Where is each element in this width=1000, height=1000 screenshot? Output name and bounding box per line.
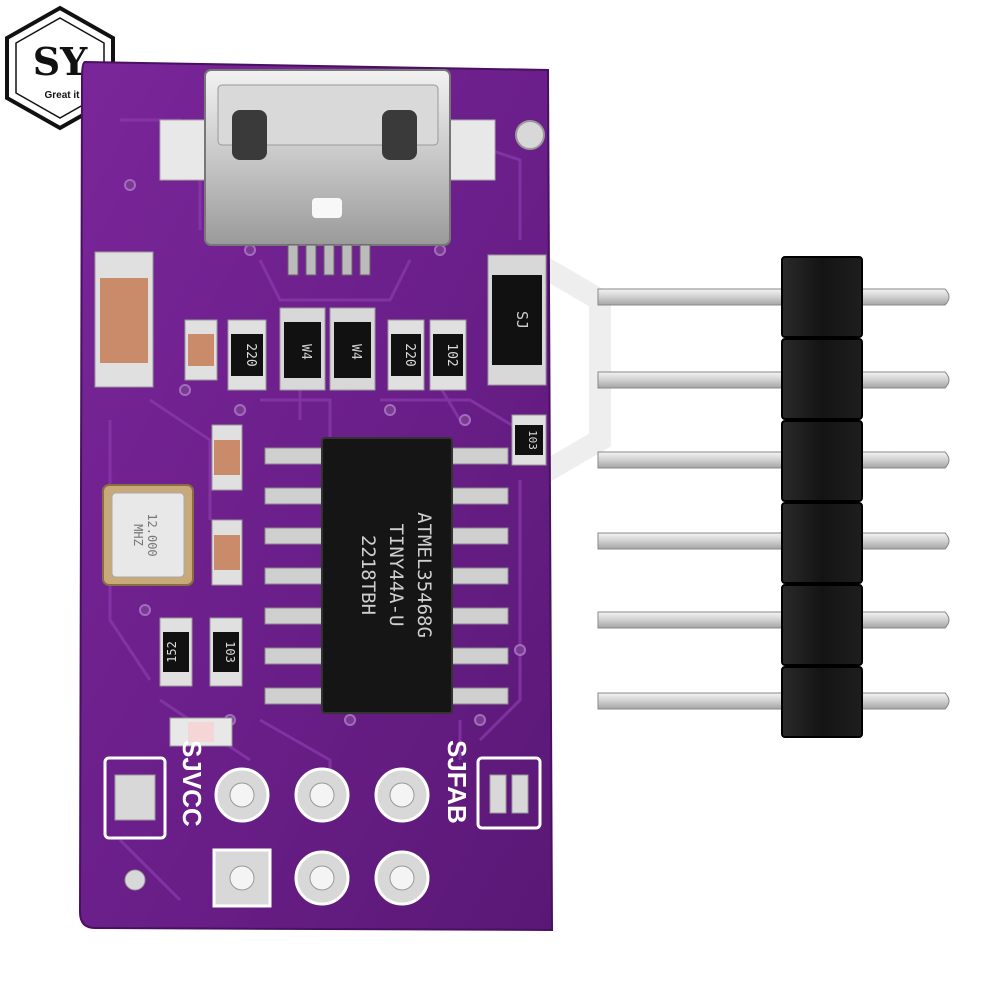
crystal-line2: MHZ — [131, 524, 145, 546]
resistor-r4: 152 — [159, 617, 193, 687]
resistor-r6-label: 103 — [526, 430, 539, 450]
resistor-r3-label: 102 — [444, 343, 459, 366]
crystal-oscillator: 12.000 MHZ — [102, 484, 194, 586]
diode-d1-label: W4 — [298, 344, 313, 360]
resistor-r1-label: 220 — [243, 343, 258, 366]
resistor-r6: 103 — [511, 414, 547, 466]
usb-pins — [287, 244, 371, 276]
diode-d2-label: W4 — [348, 344, 363, 360]
capacitor-large — [94, 251, 154, 388]
silkscreen-vcc-label: SJVCC — [177, 740, 207, 827]
capacitor-small — [184, 319, 218, 381]
resistor-r5: 103 — [209, 617, 243, 687]
diode-d3-label: SJ — [513, 311, 531, 329]
ic-pins-right — [447, 447, 509, 705]
ic-pins-left — [264, 447, 326, 705]
resistor-r3: 102 — [429, 319, 467, 391]
resistor-r5-label: 103 — [223, 641, 237, 663]
logo-letters: SY — [33, 39, 88, 84]
isp-pads — [124, 767, 430, 908]
ic-marking-line1: ATMEL35468G — [413, 512, 435, 638]
resistor-r1: 220 — [227, 319, 267, 391]
ic-marking-line3: 2218TBH — [357, 535, 379, 615]
header-pins — [597, 288, 950, 710]
resistor-r2: 220 — [387, 319, 425, 391]
resistor-r2-label: 220 — [402, 343, 417, 366]
jumper-vcc: SJVCC — [103, 740, 207, 840]
pin-header — [597, 256, 950, 738]
resistor-r4-label: 152 — [165, 641, 179, 663]
crystal-capacitors — [211, 424, 243, 586]
status-led — [169, 717, 233, 747]
diode-d1: W4 — [279, 307, 326, 391]
header-plastic — [781, 256, 863, 738]
logo-tagline: Great it — [44, 90, 80, 101]
silkscreen-fab-label: SJFAB — [442, 740, 472, 824]
micro-usb-connector — [159, 69, 496, 276]
ic-marking-line2: TINY44A-U — [385, 524, 407, 627]
jumper-fab: SJFAB — [442, 740, 542, 830]
pcb-vias — [124, 179, 526, 726]
diode-d3: SJ — [487, 254, 547, 386]
test-pad — [515, 120, 545, 150]
crystal-line1: 12.000 — [145, 513, 159, 556]
diode-d2: W4 — [329, 307, 376, 391]
ic-chip: ATMEL35468G TINY44A-U 2218TBH — [264, 437, 509, 714]
